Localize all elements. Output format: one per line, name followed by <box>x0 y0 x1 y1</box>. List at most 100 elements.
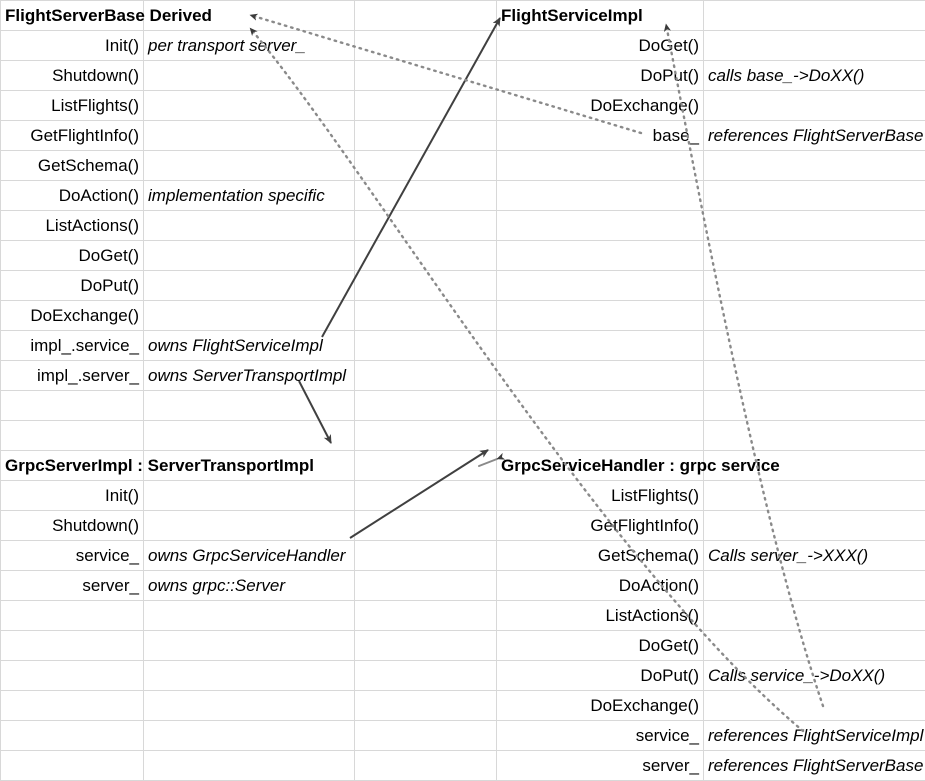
table-row: Init() per transport server_ DoGet() <box>1 31 925 61</box>
spacer-cell <box>144 481 355 511</box>
member-cell: service_ <box>1 541 144 571</box>
spacer-cell <box>704 361 925 391</box>
spacer-cell <box>704 31 925 61</box>
spacer-cell <box>704 211 925 241</box>
table-row: DoGet() <box>1 241 925 271</box>
table-row: impl_.service_ owns FlightServiceImpl <box>1 331 925 361</box>
member-cell: DoExchange() <box>497 691 704 721</box>
spacer-cell <box>355 571 497 601</box>
table-row: DoAction() implementation specific <box>1 181 925 211</box>
spacer-cell <box>497 241 704 271</box>
table-row: DoExchange() <box>1 301 925 331</box>
member-cell: GetSchema() <box>1 151 144 181</box>
note-references-flight-server-base: references FlightServerBase <box>704 121 925 151</box>
spacer-cell <box>355 451 497 481</box>
table-row: DoExchange() <box>1 691 925 721</box>
member-cell: service_ <box>497 721 704 751</box>
spacer-cell <box>355 511 497 541</box>
spacer-cell <box>144 631 355 661</box>
member-cell: ListFlights() <box>497 481 704 511</box>
spacer-cell <box>355 151 497 181</box>
spacer-cell <box>497 181 704 211</box>
spacer-cell <box>497 301 704 331</box>
note-calls-base: calls base_->DoXX() <box>704 61 925 91</box>
spacer-cell <box>355 331 497 361</box>
spacer-cell <box>704 511 925 541</box>
member-cell: Init() <box>1 481 144 511</box>
table-row: Shutdown() GetFlightInfo() <box>1 511 925 541</box>
spacer-cell <box>497 391 704 421</box>
spacer-cell <box>355 601 497 631</box>
member-cell: ListActions() <box>1 211 144 241</box>
spacer-cell <box>704 691 925 721</box>
member-cell: Init() <box>1 31 144 61</box>
note-owns-flight-service-impl: owns FlightServiceImpl <box>144 331 355 361</box>
member-cell: impl_.service_ <box>1 331 144 361</box>
spacer-cell <box>1 631 144 661</box>
spacer-cell <box>355 421 497 451</box>
spacer-cell <box>144 721 355 751</box>
member-cell: DoGet() <box>1 241 144 271</box>
spacer-cell <box>355 721 497 751</box>
member-cell: DoExchange() <box>1 301 144 331</box>
spacer-cell <box>1 691 144 721</box>
member-cell: DoPut() <box>1 271 144 301</box>
table-row: DoPut() <box>1 271 925 301</box>
spacer-cell <box>704 481 925 511</box>
spacer-cell <box>144 691 355 721</box>
spacer-cell <box>144 601 355 631</box>
spacer-cell <box>704 271 925 301</box>
spacer-cell <box>704 331 925 361</box>
member-cell: DoPut() <box>497 661 704 691</box>
table-row: service_ references FlightServiceImpl <box>1 721 925 751</box>
spacer-cell <box>704 421 925 451</box>
spacer-cell <box>355 1 497 31</box>
table-row: FlightServerBase Derived FlightServiceIm… <box>1 1 925 31</box>
note-references-flight-service-impl: references FlightServiceImpl <box>704 721 925 751</box>
table-row: ListActions() <box>1 601 925 631</box>
spacer-cell <box>144 91 355 121</box>
spacer-cell <box>144 391 355 421</box>
spacer-cell <box>355 751 497 781</box>
member-cell: GetFlightInfo() <box>497 511 704 541</box>
table-row: Shutdown() DoPut() calls base_->DoXX() <box>1 61 925 91</box>
spacer-cell <box>704 91 925 121</box>
spacer-cell <box>355 301 497 331</box>
member-cell: GetFlightInfo() <box>1 121 144 151</box>
spacer-cell <box>1 721 144 751</box>
spacer-cell <box>1 421 144 451</box>
member-cell: DoGet() <box>497 31 704 61</box>
spreadsheet-canvas: FlightServerBase Derived FlightServiceIm… <box>0 0 925 757</box>
spacer-cell <box>704 391 925 421</box>
table-row: server_ owns grpc::Server DoAction() <box>1 571 925 601</box>
table-row: Init() ListFlights() <box>1 481 925 511</box>
spacer-cell <box>144 511 355 541</box>
spacer-cell <box>144 421 355 451</box>
spacer-cell <box>497 421 704 451</box>
block-title-flight-server-base: FlightServerBase Derived <box>1 1 144 31</box>
member-cell: base_ <box>497 121 704 151</box>
spacer-cell <box>355 31 497 61</box>
block-title-flight-service-impl: FlightServiceImpl <box>497 1 704 31</box>
member-cell: GetSchema() <box>497 541 704 571</box>
spacer-cell <box>704 601 925 631</box>
spacer-cell <box>704 301 925 331</box>
table-row: server_ references FlightServerBase <box>1 751 925 781</box>
member-cell: DoPut() <box>497 61 704 91</box>
spacer-cell <box>704 1 925 31</box>
member-cell: DoGet() <box>497 631 704 661</box>
table-row: ListFlights() DoExchange() <box>1 91 925 121</box>
spacer-cell <box>144 271 355 301</box>
member-cell: Shutdown() <box>1 61 144 91</box>
table-row: DoGet() <box>1 631 925 661</box>
spacer-cell <box>1 391 144 421</box>
spacer-cell <box>704 241 925 271</box>
note-references-flight-server-base-2: references FlightServerBase <box>704 751 925 781</box>
spacer-cell <box>355 271 497 301</box>
spacer-cell <box>355 181 497 211</box>
note-owns-grpc-server: owns grpc::Server <box>144 571 355 601</box>
spacer-cell <box>497 151 704 181</box>
spacer-cell <box>144 661 355 691</box>
spacer-cell <box>1 751 144 781</box>
